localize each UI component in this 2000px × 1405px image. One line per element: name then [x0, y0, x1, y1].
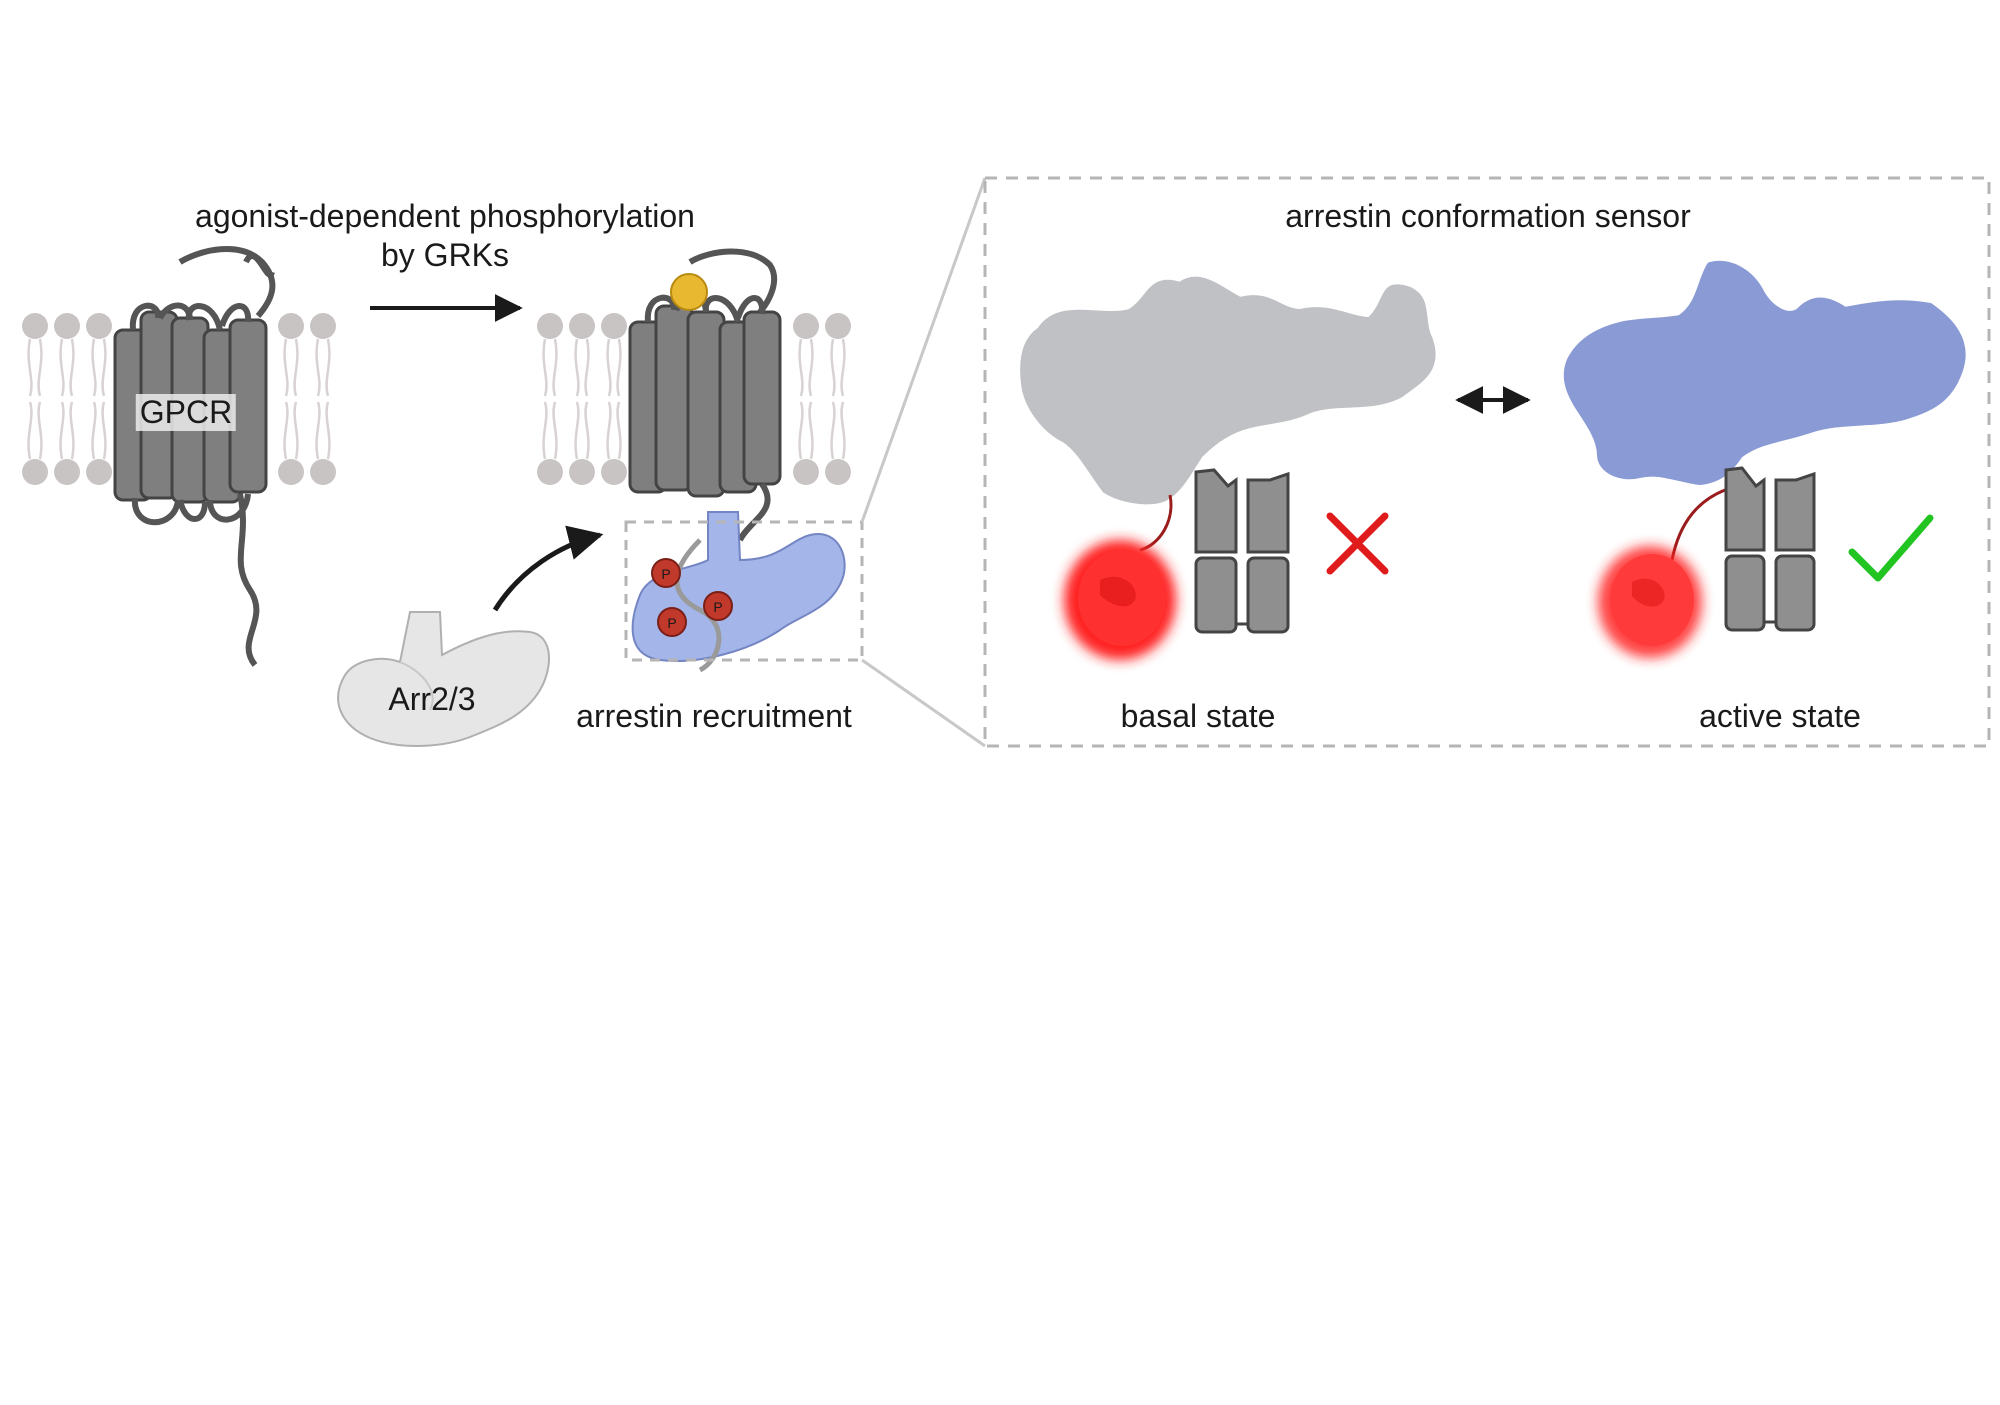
ligand-ball-icon	[670, 273, 708, 311]
phospho-label: P	[661, 566, 670, 582]
lipid-head	[537, 313, 563, 339]
lipid-head	[601, 313, 627, 339]
lipid-tail	[808, 338, 814, 397]
sensor-panel-box	[983, 176, 1991, 748]
lipid-tail	[325, 401, 331, 460]
membrane-bilayer-left	[22, 313, 336, 485]
check-icon	[1848, 514, 1934, 582]
nanobody-active-icon	[1724, 466, 1816, 632]
lipid-head	[54, 459, 80, 485]
lipid-tail	[574, 338, 580, 397]
free-arrestin-icon	[337, 611, 550, 747]
lipid-tail	[584, 401, 590, 460]
bound-arrestin-icon	[631, 511, 846, 673]
lipid-tail	[606, 401, 612, 460]
fluorophore-basal-icon	[1064, 540, 1176, 660]
lipid-head	[601, 459, 627, 485]
lipid-tail	[315, 401, 321, 460]
lipid-head	[825, 459, 851, 485]
lipid-tail	[840, 338, 846, 397]
step-label-line2: by GRKs	[380, 237, 510, 273]
lipid-tail	[101, 401, 107, 460]
lipid-head	[537, 459, 563, 485]
lipid-head	[569, 459, 595, 485]
lipid-tail	[91, 401, 97, 460]
gpcr-phosphorylated-icon	[628, 248, 782, 542]
recruitment-label: arrestin recruitment	[576, 698, 852, 734]
lipid-tail	[798, 401, 804, 460]
fluorophore-active-icon	[1598, 546, 1702, 658]
lipid-head	[569, 313, 595, 339]
lipid-tail	[37, 401, 43, 460]
gpcr-receptor-icon	[113, 246, 276, 667]
lipid-tail	[27, 338, 33, 397]
arrestin-active-icon	[1563, 260, 1966, 485]
lipid-tail	[69, 338, 75, 397]
lipid-tail	[325, 338, 331, 397]
lipid-tail	[808, 401, 814, 460]
lipid-head	[793, 313, 819, 339]
phospho-site-icon	[657, 607, 687, 637]
lipid-tail	[293, 401, 299, 460]
lipid-tail	[542, 338, 548, 397]
linker-active	[1670, 488, 1726, 561]
lipid-tail	[27, 401, 33, 460]
lipid-head	[793, 459, 819, 485]
lipid-head	[86, 313, 112, 339]
lipid-tail	[101, 338, 107, 397]
lipid-tail	[830, 401, 836, 460]
lipid-tail	[616, 401, 622, 460]
lipid-head	[86, 459, 112, 485]
zoom-line-bottom	[861, 658, 986, 748]
lipid-head	[22, 459, 48, 485]
lipid-tail	[37, 338, 43, 397]
gpcr-label: GPCR	[135, 394, 237, 431]
active-state-label: active state	[1699, 698, 1861, 734]
lipid-tail	[283, 338, 289, 397]
lipid-tail	[830, 338, 836, 397]
nanobody-basal-icon	[1194, 468, 1290, 634]
phospho-label: P	[713, 599, 722, 615]
phospho-site-icon	[703, 591, 733, 621]
lipid-tail	[552, 401, 558, 460]
lipid-head	[22, 313, 48, 339]
lipid-tail	[840, 401, 846, 460]
lipid-head	[310, 313, 336, 339]
lipid-tail	[91, 338, 97, 397]
lipid-tail	[798, 338, 804, 397]
lipid-tail	[315, 338, 321, 397]
lipid-tail	[293, 338, 299, 397]
lipid-tail	[616, 338, 622, 397]
lipid-tail	[69, 401, 75, 460]
lipid-head	[278, 459, 304, 485]
lipid-tail	[283, 401, 289, 460]
step-label-line1: agonist-dependent phosphorylation	[195, 198, 695, 234]
lipid-tail	[59, 401, 65, 460]
lipid-head	[278, 313, 304, 339]
phospho-site-icon	[651, 558, 681, 588]
lipid-tail	[59, 338, 65, 397]
lipid-tail	[574, 401, 580, 460]
lipid-head	[54, 313, 80, 339]
phospho-label: P	[667, 615, 676, 631]
membrane-bilayer-middle	[537, 313, 851, 485]
lipid-head	[310, 459, 336, 485]
arrestin-inactive-icon	[1020, 276, 1436, 505]
zoom-line-top	[860, 177, 987, 523]
lipid-tail	[542, 401, 548, 460]
lipid-head	[825, 313, 851, 339]
sensor-panel-title: arrestin conformation sensor	[1285, 198, 1691, 234]
lipid-tail	[584, 338, 590, 397]
basal-state-label: basal state	[1120, 698, 1276, 734]
lipid-tail	[552, 338, 558, 397]
lipid-tail	[606, 338, 612, 397]
zoom-source-box	[624, 520, 864, 662]
recruitment-arrow	[492, 525, 604, 612]
cross-icon	[1326, 512, 1389, 575]
phospho-sites: P P P	[651, 558, 733, 637]
arrestin-label: Arr2/3	[388, 681, 476, 717]
